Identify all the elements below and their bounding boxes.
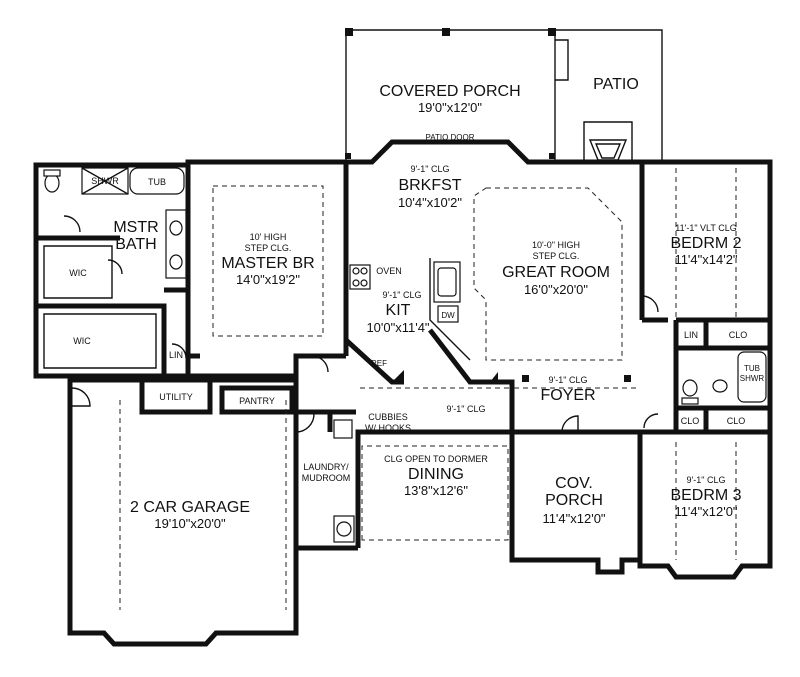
cov-porch-line2: PORCH <box>545 492 603 509</box>
covered-porch-area <box>345 28 556 160</box>
wic-lower-label: WIC <box>73 336 91 346</box>
tub-shwr-line1: TUB <box>744 364 760 373</box>
wic-upper-label: WIC <box>69 268 87 278</box>
great-room-name: GREAT ROOM <box>502 264 610 281</box>
master-br-note1: 10' HIGH <box>250 232 287 242</box>
tub-label: TUB <box>148 177 166 187</box>
master-br-dim: 14'0"x19'2" <box>236 272 300 287</box>
covered-porch-name: COVERED PORCH <box>379 83 520 100</box>
cubbies-line1: CUBBIES <box>368 412 408 422</box>
patio-door-label: PATIO DOOR <box>425 133 474 142</box>
kit-name: KIT <box>386 302 411 319</box>
foyer-name: FOYER <box>540 387 595 404</box>
dining-note: CLG OPEN TO DORMER <box>384 454 488 464</box>
lin-hall-label: LIN <box>684 330 698 340</box>
cov-porch-dim: 11'4"x12'0" <box>542 511 605 526</box>
dw-label: DW <box>441 311 455 320</box>
brkfst-note: 9'-1" CLG <box>411 164 450 174</box>
shwr-label: SHWR <box>91 176 119 186</box>
bedrm2-note: 11'-1" VLT CLG <box>675 223 736 233</box>
clo-bed2-label: CLO <box>729 330 748 340</box>
covered-porch-dim: 19'0"x12'0" <box>418 100 482 115</box>
lin-master-label: LIN <box>169 350 183 360</box>
tub-shwr-line2: SHWR <box>740 374 765 383</box>
great-room-note1: 10'-0" HIGH <box>532 240 580 250</box>
dining-dim: 13'8"x12'6" <box>404 483 468 498</box>
clo-b-label: CLO <box>727 416 746 426</box>
garage-dim: 19'10"x20'0" <box>154 516 226 531</box>
mstr-bath-line2: BATH <box>115 236 156 253</box>
patio-name: PATIO <box>593 76 639 93</box>
pantry-label: PANTRY <box>239 396 275 406</box>
oven-label: OVEN <box>376 266 402 276</box>
brkfst-name: BRKFST <box>398 177 461 194</box>
laundry-line2: MUDROOM <box>302 473 351 483</box>
kit-note: 9'-1" CLG <box>383 290 422 300</box>
bedrm2-dim: 11'4"x14'2" <box>674 252 737 267</box>
bedrm3-dim: 11'4"x12'0" <box>674 504 737 519</box>
bedrm3-note: 9'-1" CLG <box>687 475 726 485</box>
laundry-line1: LAUNDRY/ <box>303 462 349 472</box>
ref-label: REF <box>371 359 387 368</box>
foyer-note: 9'-1" CLG <box>549 375 588 385</box>
exterior-walls <box>33 139 773 647</box>
fixtures <box>43 167 767 543</box>
fireplace <box>583 121 633 163</box>
master-br-name: MASTER BR <box>221 255 314 272</box>
hall-clg-label: 9'-1" CLG <box>447 404 486 414</box>
bedrm2-name: BEDRM 2 <box>670 235 741 252</box>
patio-area <box>555 29 663 160</box>
clo-a-label: CLO <box>681 416 700 426</box>
brkfst-dim: 10'4"x10'2" <box>398 195 462 210</box>
great-room-dim: 16'0"x20'0" <box>524 282 588 297</box>
great-room-note2: STEP CLG. <box>533 251 580 261</box>
door-swings <box>63 215 659 433</box>
master-br-note2: STEP CLG. <box>245 243 292 253</box>
cov-porch-line1: COV. <box>555 475 593 492</box>
cubbies-line2: W/ HOOKS <box>365 423 411 433</box>
bedrm3-name: BEDRM 3 <box>670 487 741 504</box>
room-labels: COVERED PORCH 19'0"x12'0" PATIO PATIO DO… <box>69 76 764 531</box>
ceiling-outlines <box>119 168 737 610</box>
kit-dim: 10'0"x11'4" <box>366 320 429 335</box>
utility-label: UTILITY <box>159 392 193 402</box>
dining-name: DINING <box>408 466 464 483</box>
mstr-bath-line1: MSTR <box>113 219 158 236</box>
garage-name: 2 CAR GARAGE <box>130 499 250 516</box>
